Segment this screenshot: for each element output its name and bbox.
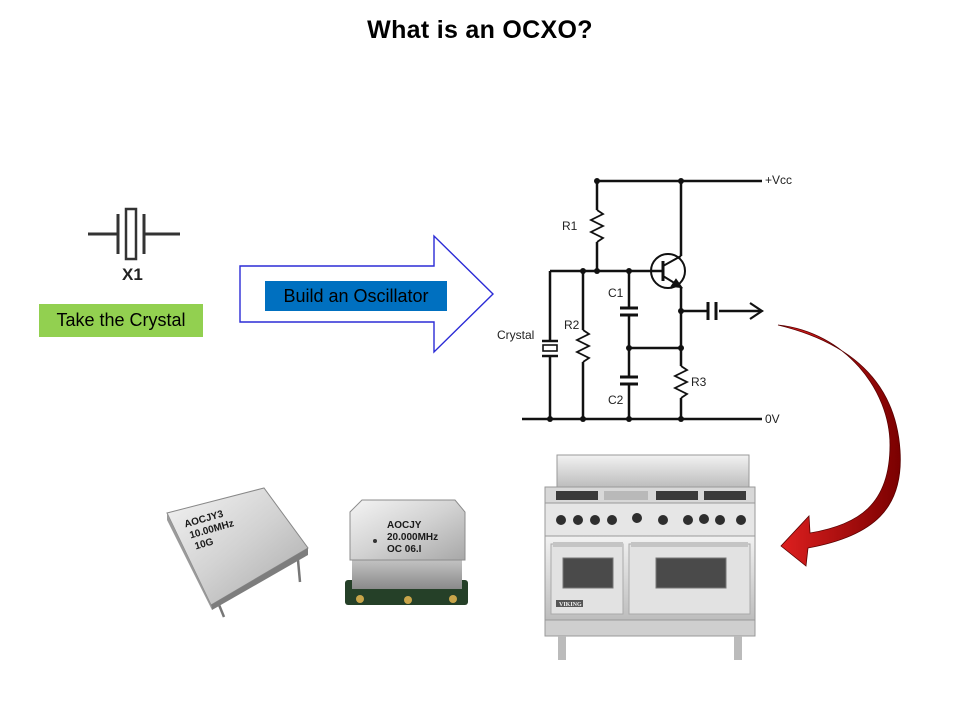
vcc-label: +Vcc bbox=[765, 173, 792, 187]
transistor bbox=[650, 253, 686, 289]
package-2-line-3: OC 06.I bbox=[387, 544, 422, 555]
oven-illustration: VIKING bbox=[544, 454, 756, 660]
capacitors bbox=[620, 302, 718, 386]
package-1-line-3: 10G bbox=[194, 537, 215, 553]
curved-arrow bbox=[777, 324, 901, 567]
oven-brand: VIKING bbox=[559, 602, 582, 608]
node-dots bbox=[547, 178, 684, 422]
crystal-component bbox=[542, 339, 558, 358]
r2-label: R2 bbox=[564, 318, 580, 332]
c1-label: C1 bbox=[608, 286, 624, 300]
crystal-symbol bbox=[88, 207, 180, 261]
oscillator-schematic bbox=[522, 179, 762, 421]
build-oscillator-label: Build an Oscillator bbox=[265, 281, 447, 311]
package-2-line-1: AOCJY bbox=[387, 520, 422, 531]
c2-label: C2 bbox=[608, 393, 624, 407]
crystal-label: Crystal bbox=[497, 328, 534, 342]
r1-label: R1 bbox=[562, 219, 578, 233]
r3-label: R3 bbox=[691, 375, 707, 389]
ocxo-package-2: AOCJY 20.000MHz OC 06.I bbox=[345, 499, 468, 605]
crystal-ref-label: X1 bbox=[122, 265, 143, 284]
package-2-line-2: 20.000MHz bbox=[387, 532, 438, 543]
ocxo-package-1: AOCJY3 10.00MHz 10G bbox=[166, 487, 309, 618]
page-title: What is an OCXO? bbox=[367, 16, 593, 44]
output-arrowhead bbox=[749, 302, 764, 320]
take-crystal-label: Take the Crystal bbox=[39, 304, 203, 337]
ground-label: 0V bbox=[765, 412, 780, 426]
